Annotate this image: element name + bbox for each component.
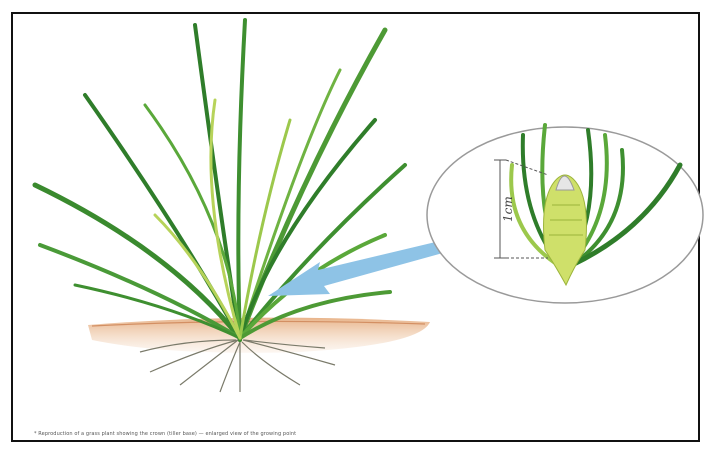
leaf-blades xyxy=(35,20,405,340)
figure-caption: * Reproduction of a grass plant showing … xyxy=(34,431,296,437)
scale-label: 1cm xyxy=(501,196,515,222)
soil-layer xyxy=(88,318,430,353)
crown-inset: 1cm xyxy=(427,125,703,303)
